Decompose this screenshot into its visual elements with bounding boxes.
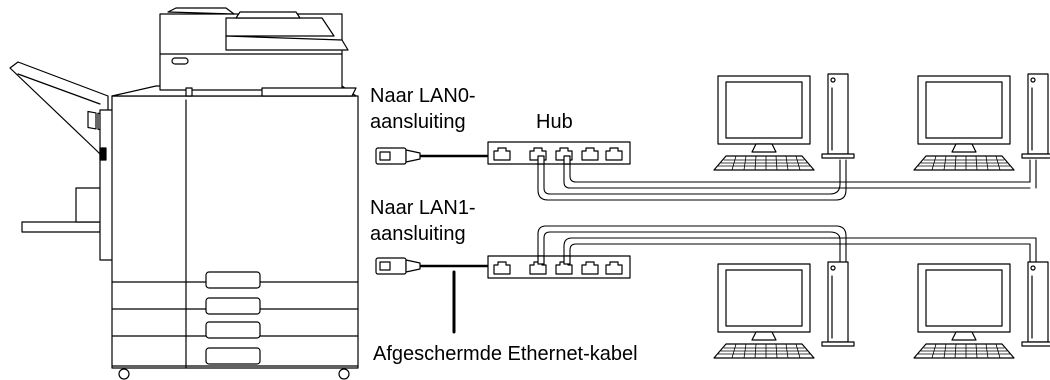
hub-label: Hub <box>536 111 573 133</box>
lan0-label-line2: aansluiting <box>370 111 466 133</box>
network-cables-top <box>537 159 1037 201</box>
lan0-label-line1: Naar LAN0- <box>370 85 476 107</box>
printer-icon <box>9 7 359 380</box>
rj45-plug-lan0-icon <box>375 147 421 165</box>
computer-icon <box>913 261 1050 359</box>
hub-top <box>487 141 631 165</box>
hub-bottom <box>487 255 631 279</box>
lan1-label-line1: Naar LAN1- <box>370 197 476 219</box>
computer-icon <box>713 73 855 171</box>
lan1-label-line2: aansluiting <box>370 223 466 245</box>
network-cables-bottom <box>537 225 1037 263</box>
computer-icon <box>913 73 1050 171</box>
computer-icon <box>713 261 855 359</box>
rj45-plug-lan1-icon <box>375 257 421 275</box>
hub-port-icon <box>493 147 511 161</box>
cable-label: Afgeschermde Ethernet-kabel <box>373 343 638 365</box>
